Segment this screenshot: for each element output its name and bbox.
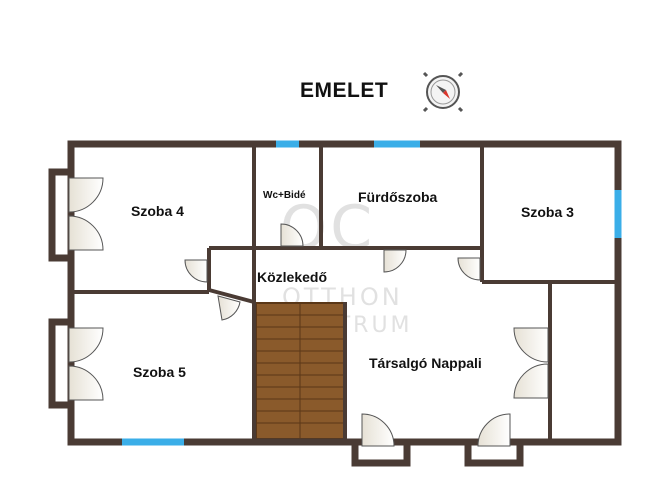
watermark-logo: OC xyxy=(280,193,375,263)
room-label-wc: Wc+Bidé xyxy=(263,190,306,201)
room-label-szoba3: Szoba 3 xyxy=(521,204,574,220)
room-label-szoba4: Szoba 4 xyxy=(131,203,184,219)
door-wc xyxy=(280,223,304,247)
door-balcony-right xyxy=(477,413,511,447)
door-szoba4-bay xyxy=(68,177,104,251)
windows xyxy=(122,140,622,446)
door-nappali-balcony xyxy=(513,327,549,399)
room-label-furdo: Fürdőszoba xyxy=(358,189,438,205)
room-label-kozlekedo: Közlekedő xyxy=(257,269,327,285)
door-szoba4 xyxy=(184,259,208,283)
door-szoba3 xyxy=(457,257,481,281)
door-szoba5-bay xyxy=(68,327,104,401)
door-balcony-left xyxy=(361,413,395,447)
compass-icon xyxy=(422,71,464,113)
room-label-szoba5: Szoba 5 xyxy=(133,364,186,380)
walls xyxy=(48,140,622,467)
staircase xyxy=(255,302,345,440)
door-furdo xyxy=(383,249,407,273)
floor-title: EMELET xyxy=(300,79,389,102)
room-label-nappali: Társalgó Nappali xyxy=(369,355,482,371)
door-stairs xyxy=(217,295,241,321)
interior-walls xyxy=(73,146,616,440)
